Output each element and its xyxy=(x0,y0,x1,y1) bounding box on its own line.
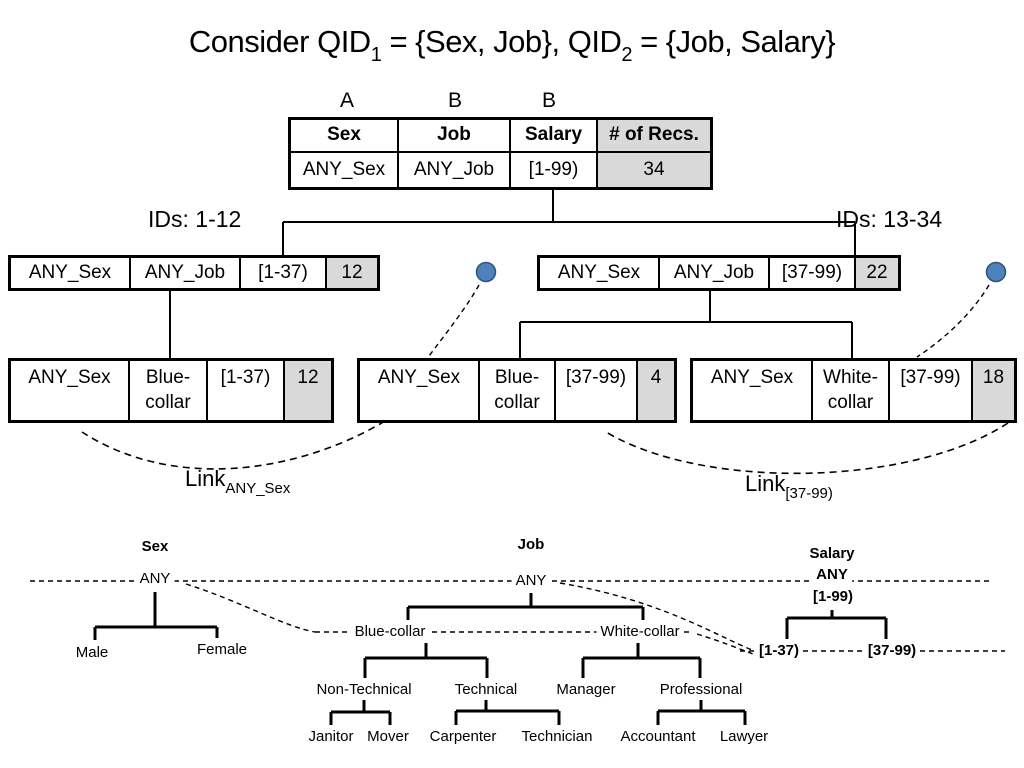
column-flag-job: B xyxy=(447,89,463,112)
level2-table-right: ANY_Sex ANY_Job [37-99) 22 xyxy=(537,255,901,291)
root-table-header-row: Sex Job Salary # of Recs. xyxy=(291,120,710,151)
job-tree-title: Job xyxy=(513,536,549,553)
cell-salary: [1-99) xyxy=(509,153,596,187)
job-leaf-carpenter: Carpenter xyxy=(425,728,501,745)
page-title: Consider QID1 = {Sex, Job}, QID2 = {Job,… xyxy=(0,24,1024,67)
link-circle-right-tail xyxy=(916,284,990,358)
level2-right-connector xyxy=(519,291,853,358)
link-label-subscript: ANY_Sex xyxy=(225,480,291,497)
cell-job: ANY_Job xyxy=(397,153,509,187)
header-sex: Sex xyxy=(291,120,397,151)
job-leaf-technician: Technician xyxy=(517,728,597,745)
table-row: ANY_Sex Blue-collar [1-37) 12 xyxy=(11,361,331,420)
link-any-sex-arrow xyxy=(81,420,386,470)
job-tree-lines xyxy=(329,593,747,725)
ids-label-left: IDs: 1-12 xyxy=(148,206,242,232)
ids-label-right: IDs: 13-34 xyxy=(836,206,943,232)
job-leaf-lawyer: Lawyer xyxy=(715,728,773,745)
title-part1: Consider QID xyxy=(188,24,371,59)
table-row: ANY_Sex White-collar [37-99) 18 xyxy=(693,361,1014,420)
cell-salary: [37-99) xyxy=(768,258,854,288)
cut-curve-whitecollar-to-salary-leaf xyxy=(696,633,754,655)
job-leaf-janitor: Janitor xyxy=(304,728,358,745)
cell-sex: ANY_Sex xyxy=(360,361,478,420)
salary-root-range-label: [1-99) xyxy=(808,588,858,605)
sex-tree-lines xyxy=(93,592,219,640)
title-part2: = {Sex, Job}, QID xyxy=(381,24,622,59)
cut-curve-sex-to-bluecollar xyxy=(185,583,316,633)
table-row: ANY_Sex Blue-collar [37-99) 4 xyxy=(360,361,674,420)
link-label-text: Link xyxy=(745,471,786,496)
link-circle-left xyxy=(475,261,497,283)
cell-recs: 12 xyxy=(283,361,331,420)
cell-sex: ANY_Sex xyxy=(11,361,128,420)
header-salary: Salary xyxy=(509,120,596,151)
level3-table-left: ANY_Sex Blue-collar [1-37) 12 xyxy=(8,358,334,423)
cell-salary: [1-37) xyxy=(239,258,325,288)
cell-sex: ANY_Sex xyxy=(540,258,658,288)
header-job: Job xyxy=(397,120,509,151)
cell-job: ANY_Job xyxy=(658,258,768,288)
sex-leaf-male: Male xyxy=(71,644,113,661)
job-root-label: ANY xyxy=(511,572,551,589)
link-circle-left-tail xyxy=(428,284,480,357)
cell-recs: 18 xyxy=(971,361,1014,420)
link-label-text: Link xyxy=(185,466,226,491)
job-node-blue-collar: Blue-collar xyxy=(350,623,430,640)
link-37-99-arrow xyxy=(605,422,1009,475)
cell-job: Blue-collar xyxy=(478,361,554,420)
link-37-99-label: Link[37-99) xyxy=(745,471,833,502)
title-part3: = {Job, Salary} xyxy=(631,24,836,59)
level2-table-left: ANY_Sex ANY_Job [1-37) 12 xyxy=(8,255,380,291)
cell-salary: [37-99) xyxy=(554,361,636,420)
cell-recs: 4 xyxy=(636,361,674,420)
level3-table-right: ANY_Sex White-collar [37-99) 18 xyxy=(690,358,1017,423)
job-node-non-technical: Non-Technical xyxy=(312,681,416,698)
title-sub2: 2 xyxy=(621,44,632,66)
link-circle-right xyxy=(985,261,1007,283)
salary-tree-title: Salary xyxy=(805,545,859,562)
link-label-subscript: [37-99) xyxy=(785,485,833,502)
cell-salary: [37-99) xyxy=(888,361,971,420)
link-any-sex-label: LinkANY_Sex xyxy=(185,466,290,497)
table-row: ANY_Sex ANY_Job [37-99) 22 xyxy=(540,258,898,288)
job-node-professional: Professional xyxy=(655,681,747,698)
column-flag-salary: B xyxy=(541,89,557,112)
cell-recs: 12 xyxy=(325,258,377,288)
root-to-level2-connector xyxy=(282,188,856,255)
cell-job: White-collar xyxy=(811,361,888,420)
cell-salary: [1-37) xyxy=(206,361,283,420)
cell-sex: ANY_Sex xyxy=(291,153,397,187)
cell-job: Blue-collar xyxy=(128,361,206,420)
sex-leaf-female: Female xyxy=(192,641,252,658)
header-recs: # of Recs. xyxy=(596,120,710,151)
cell-sex: ANY_Sex xyxy=(693,361,811,420)
salary-tree-lines xyxy=(785,610,888,639)
cell-recs: 34 xyxy=(596,153,710,187)
cell-job: ANY_Job xyxy=(129,258,239,288)
job-leaf-accountant: Accountant xyxy=(616,728,700,745)
salary-root-label: ANY xyxy=(812,566,852,583)
sex-tree-title: Sex xyxy=(137,538,173,555)
salary-leaf-1-37: [1-37) xyxy=(754,642,804,659)
level3-table-middle: ANY_Sex Blue-collar [37-99) 4 xyxy=(357,358,677,423)
column-flag-sex: A xyxy=(339,89,355,112)
salary-leaf-37-99: [37-99) xyxy=(863,642,921,659)
job-node-manager: Manager xyxy=(552,681,620,698)
job-node-white-collar: White-collar xyxy=(596,623,684,640)
cell-recs: 22 xyxy=(854,258,898,288)
title-sub1: 1 xyxy=(370,44,382,66)
root-table: Sex Job Salary # of Recs. ANY_Sex ANY_Jo… xyxy=(288,117,713,190)
root-table-data-row: ANY_Sex ANY_Job [1-99) 34 xyxy=(291,151,710,187)
cell-sex: ANY_Sex xyxy=(11,258,129,288)
table-row: ANY_Sex ANY_Job [1-37) 12 xyxy=(11,258,377,288)
job-leaf-mover: Mover xyxy=(363,728,413,745)
job-node-technical: Technical xyxy=(450,681,522,698)
sex-root-label: ANY xyxy=(135,570,175,587)
